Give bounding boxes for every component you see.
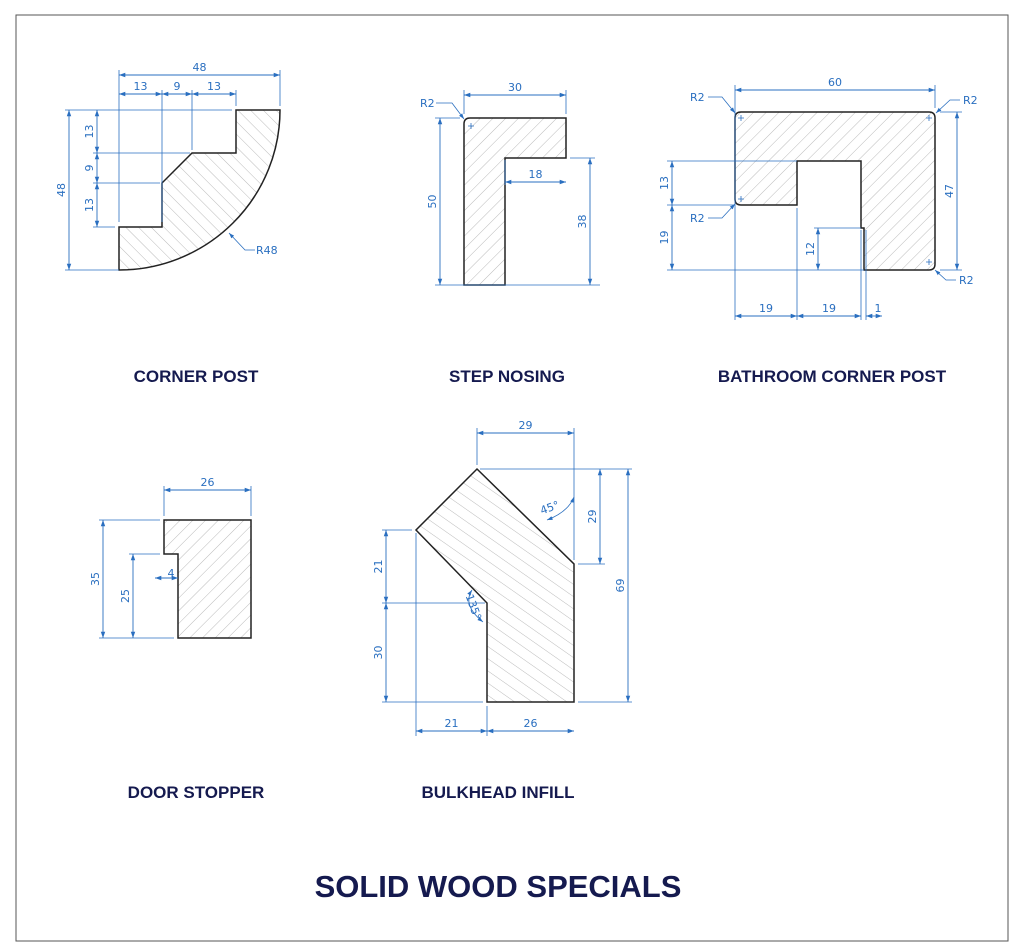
dimension-label: 19 <box>822 302 836 315</box>
sheet-border <box>15 14 1009 942</box>
door-stopper-title: DOOR STOPPER <box>128 783 265 802</box>
dimension-label: 48 <box>55 183 68 197</box>
dimension-label: 47 <box>943 184 956 198</box>
step-nosing-radius-label: R2 <box>420 97 435 110</box>
dimension-label: 69 <box>614 579 627 593</box>
dimension-label: 1 <box>875 302 882 315</box>
bulkhead-infill-title: BULKHEAD INFILL <box>422 783 575 802</box>
dimension-label: 21 <box>445 717 459 730</box>
dimension-label: 29 <box>586 510 599 524</box>
dimension-label: 60 <box>828 76 842 89</box>
corner-post-radius-label: R48 <box>256 244 278 257</box>
dimension-label: 18 <box>529 168 543 181</box>
dimension-label: 9 <box>174 80 181 93</box>
dimension-label: 12 <box>804 242 817 256</box>
dimension-label: 38 <box>576 215 589 229</box>
dimension-label: 21 <box>372 560 385 574</box>
door-stopper-profile <box>163 519 252 639</box>
radius-center-marks <box>468 115 932 265</box>
dimension-label: 30 <box>508 81 522 94</box>
dimension-label: 13 <box>658 176 671 190</box>
dimension-label: 19 <box>759 302 773 315</box>
bathroom-radius-tl-label: R2 <box>690 91 705 104</box>
dimension-label: 35 <box>89 572 102 586</box>
dimension-label: 26 <box>201 476 215 489</box>
extension-lines <box>65 70 962 736</box>
dimension-label: 25 <box>119 589 132 603</box>
main-title: SOLID WOOD SPECIALS <box>315 869 682 904</box>
leader-lines <box>228 96 960 623</box>
dimension-label: 9 <box>83 165 96 172</box>
step-nosing-profile <box>463 117 567 286</box>
step-nosing-title: STEP NOSING <box>449 367 565 386</box>
bathroom-corner-post-profile <box>734 111 936 271</box>
dimension-label: 19 <box>658 231 671 245</box>
dimension-label: 13 <box>207 80 221 93</box>
bathroom-radius-br-label: R2 <box>959 274 974 287</box>
dimension-label: 13 <box>83 125 96 139</box>
dimension-label: 30 <box>372 646 385 660</box>
bulkhead-infill-profile <box>414 467 575 703</box>
bathroom-radius-tr-label: R2 <box>963 94 978 107</box>
dimension-label: 29 <box>519 419 533 432</box>
dimension-label: 4 <box>168 567 175 580</box>
bathroom-corner-post-title: BATHROOM CORNER POST <box>718 367 947 386</box>
bathroom-radius-bl-label: R2 <box>690 212 705 225</box>
corner-post-profile <box>118 109 281 271</box>
dimension-label: 26 <box>524 717 538 730</box>
dimension-label: 13 <box>134 80 148 93</box>
dimension-label: 13 <box>83 198 96 212</box>
dimension-label: 48 <box>193 61 207 74</box>
bulkhead-angle-top-label: 45° <box>538 498 561 517</box>
corner-post-title: CORNER POST <box>134 367 259 386</box>
dimension-label: 50 <box>426 195 439 209</box>
